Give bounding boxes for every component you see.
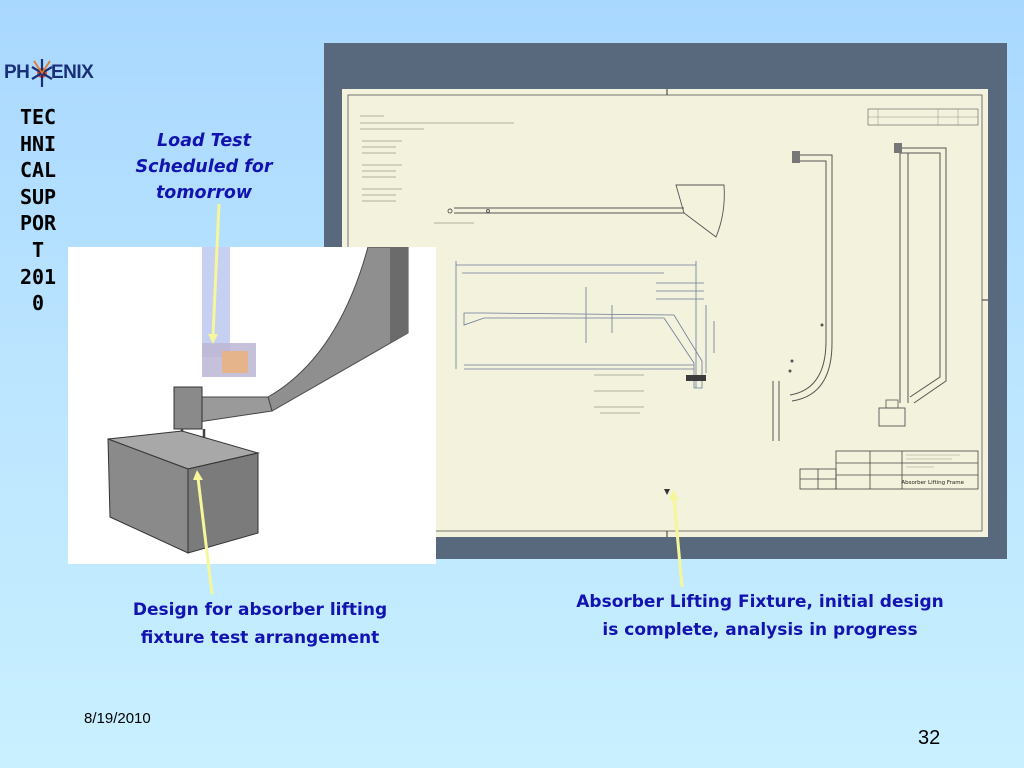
drawing-sheet: Absorber Lifting Frame xyxy=(342,89,988,537)
slide-date: 8/19/2010 xyxy=(84,710,151,727)
phoenix-bird-icon xyxy=(31,59,53,87)
logo-text-left: PH xyxy=(4,62,30,83)
phenix-logo: PH ENIX xyxy=(4,54,100,90)
engineering-drawing: Absorber Lifting Frame xyxy=(324,43,1007,559)
load-test-caption: Load Test Scheduled for tomorrow xyxy=(135,131,273,203)
design-caption: Design for absorber lifting fixture test… xyxy=(132,600,388,648)
vertical-slide-title: TECHNICAL SUPPORT 2010 xyxy=(19,105,81,316)
render-drawing xyxy=(107,247,409,554)
test-arrangement-render xyxy=(68,247,436,564)
absorber-caption: Absorber Lifting Fixture, initial design… xyxy=(576,592,944,640)
slide-number: 32 xyxy=(918,727,941,749)
logo-text-right: ENIX xyxy=(51,62,94,83)
title-block-name: Absorber Lifting Frame xyxy=(901,480,964,486)
